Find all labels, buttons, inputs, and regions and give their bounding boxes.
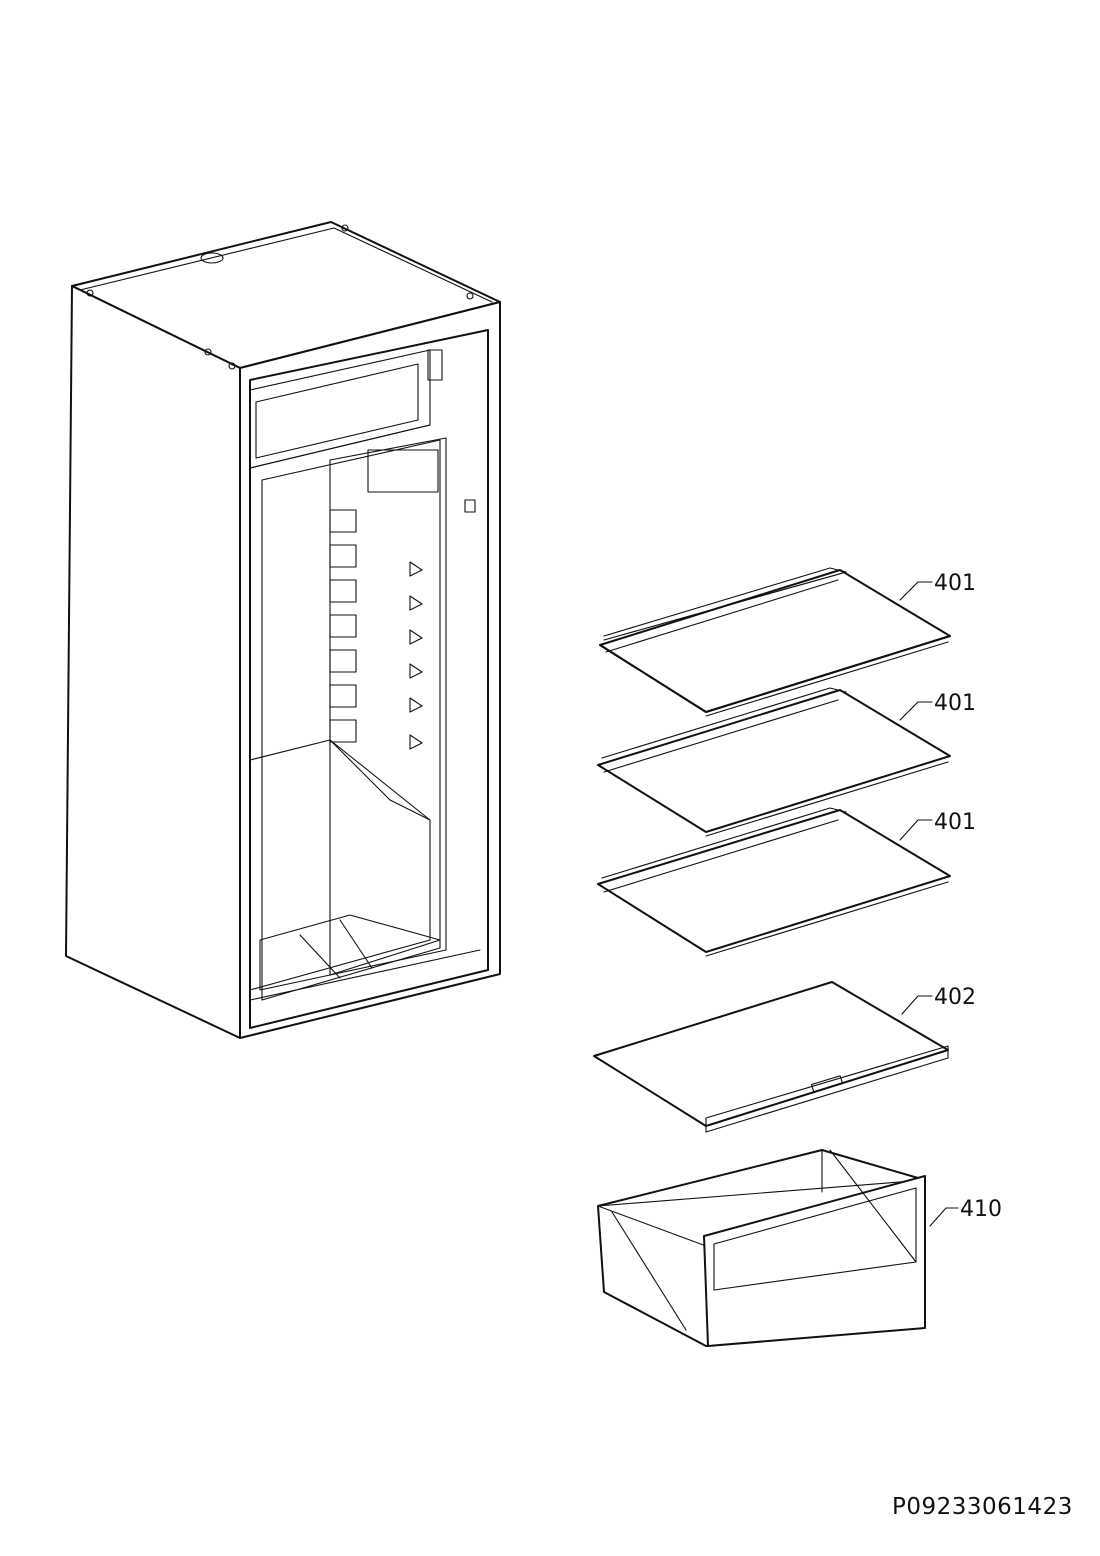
- callout-crisper-drawer: 410: [929, 1197, 1002, 1227]
- callout-shelf-1: 401: [899, 571, 976, 601]
- callout-label: 401: [934, 810, 976, 835]
- callout-label: 402: [934, 985, 976, 1010]
- callout-label: 401: [934, 571, 976, 596]
- crisper-drawer-box: [597, 1149, 926, 1347]
- shelf-support-rails: [329, 509, 357, 743]
- refrigerator-cabinet: [65, 221, 501, 1039]
- crisper-cover-glass: [593, 981, 949, 1133]
- glass-shelf-1: [599, 567, 951, 717]
- document-number: P09233061423: [892, 1494, 1073, 1520]
- callout-shelf-2: 401: [899, 691, 976, 721]
- callout-label: 401: [934, 691, 976, 716]
- glass-shelf-3: [597, 807, 951, 957]
- callout-label: 410: [960, 1197, 1002, 1222]
- glass-shelf-2: [597, 687, 951, 837]
- shelf-support-tabs: [409, 561, 423, 750]
- callout-shelf-3: 401: [899, 810, 976, 841]
- callout-crisper-cover: 402: [901, 985, 976, 1015]
